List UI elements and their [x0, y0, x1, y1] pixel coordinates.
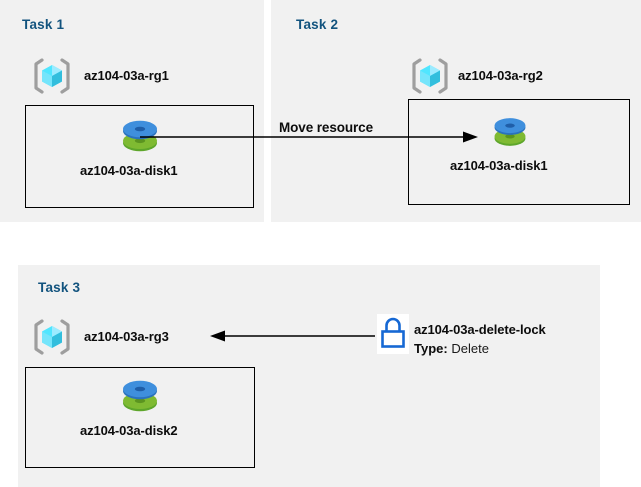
move-resource-arrow: [140, 131, 478, 143]
task-1-resource-group-label: az104-03a-rg1: [84, 68, 169, 83]
task-1-resource-box: [25, 105, 254, 208]
resource-group-cube-icon: [32, 317, 72, 357]
task-2-title: Task 2: [296, 17, 339, 32]
task-1-resource-label: az104-03a-disk1: [80, 163, 178, 178]
delete-lock-type-key: Type:: [414, 341, 448, 356]
managed-disk-icon: [118, 374, 162, 418]
managed-disk-icon: [490, 112, 530, 152]
task-1-title: Task 1: [22, 17, 65, 32]
task-2-resource-label: az104-03a-disk1: [450, 158, 548, 173]
task-3-resource-label: az104-03a-disk2: [80, 423, 178, 438]
padlock-icon: [377, 314, 409, 354]
delete-lock-arrow: [210, 330, 375, 342]
task-2-resource-box: [408, 99, 630, 205]
move-resource-label: Move resource: [279, 120, 373, 135]
task-3-resource-box: [25, 367, 255, 468]
resource-group-cube-icon: [32, 56, 72, 96]
task-3-resource-group-label: az104-03a-rg3: [84, 329, 169, 344]
task-3-title: Task 3: [38, 280, 81, 295]
task-2-resource-group-label: az104-03a-rg2: [458, 68, 543, 83]
delete-lock-type: Type: Delete: [414, 341, 489, 356]
task-1-panel: [0, 0, 264, 222]
delete-lock-name: az104-03a-delete-lock: [414, 322, 546, 337]
delete-lock-type-value: Delete: [451, 341, 489, 356]
task-3-panel: [18, 265, 600, 487]
task-2-panel: [271, 0, 641, 222]
resource-group-cube-icon: [410, 56, 450, 96]
